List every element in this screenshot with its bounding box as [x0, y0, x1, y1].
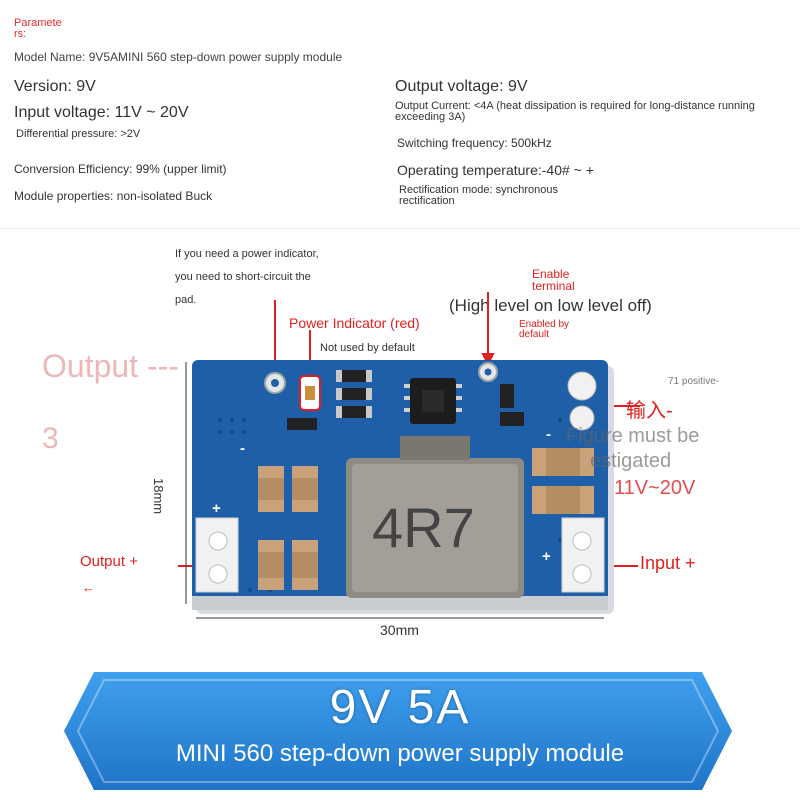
positive-71-label: 71 positive- [668, 376, 720, 387]
output-plus-label: Output + [80, 553, 138, 570]
pcb-plus-left: + [212, 500, 221, 517]
power-indicator-note-line-1: If you need a power indicator, [175, 248, 319, 260]
enabled-default-label: Enabled by default [519, 319, 570, 340]
conversion-efficiency: Conversion Efficiency: 99% (upper limit) [14, 162, 227, 176]
power-indicator-note-line-2: you need to short-circuit the [175, 271, 311, 283]
enable-terminal-label: Enable terminal [532, 267, 575, 293]
power-indicator-label: Power Indicator (red) [289, 315, 420, 331]
banner-title: 9V 5A [329, 681, 471, 734]
output-voltage: Output voltage: 9V [395, 78, 528, 95]
divider [0, 228, 800, 229]
power-indicator-note-line-3: pad. [175, 294, 197, 306]
operating-temperature: Operating temperature:-40# ~ + [397, 162, 594, 178]
pcb-minus-left: - [240, 440, 245, 457]
pcb-minus-right: - [546, 426, 551, 443]
module-properties: Module properties: non-isolated Buck [14, 189, 213, 203]
pcb-plus-right: + [542, 548, 551, 565]
figure-must-label: Figure must be [566, 425, 700, 447]
input-range-label: 11V~20V [614, 477, 696, 499]
parameters-heading: Paramete rs: [14, 17, 62, 40]
dimension-width: 30mm [380, 622, 419, 638]
input-voltage: Input voltage: 11V ~ 20V [14, 104, 189, 121]
switching-frequency: Switching frequency: 500kHz [397, 136, 552, 150]
differential-pressure: Differential pressure: >2V [16, 128, 141, 140]
high-low-label: (High level on low level off) [449, 296, 652, 315]
input-plus-label: Input + [640, 553, 696, 573]
input-cn-label: 输入- [626, 400, 673, 422]
banner-background [64, 672, 732, 790]
version: Version: 9V [14, 78, 96, 95]
investigated-label: estigated [590, 450, 672, 472]
not-used-label: Not used by default [320, 342, 415, 354]
dimension-height: 18mm [151, 478, 166, 515]
banner-subtitle: MINI 560 step-down power supply module [175, 740, 625, 767]
output-watermark-3: 3 [42, 422, 59, 455]
rectification-mode: Rectification mode: synchronous rectific… [399, 184, 558, 207]
output-arrow-label: ← [82, 580, 95, 595]
model-name: Model Name: 9V5AMINI 560 step-down power… [14, 50, 343, 64]
output-watermark: Output --- [42, 348, 179, 384]
inductor-label: 4R7 [372, 496, 475, 559]
output-current: Output Current: <4A (heat dissipation is… [395, 100, 755, 123]
